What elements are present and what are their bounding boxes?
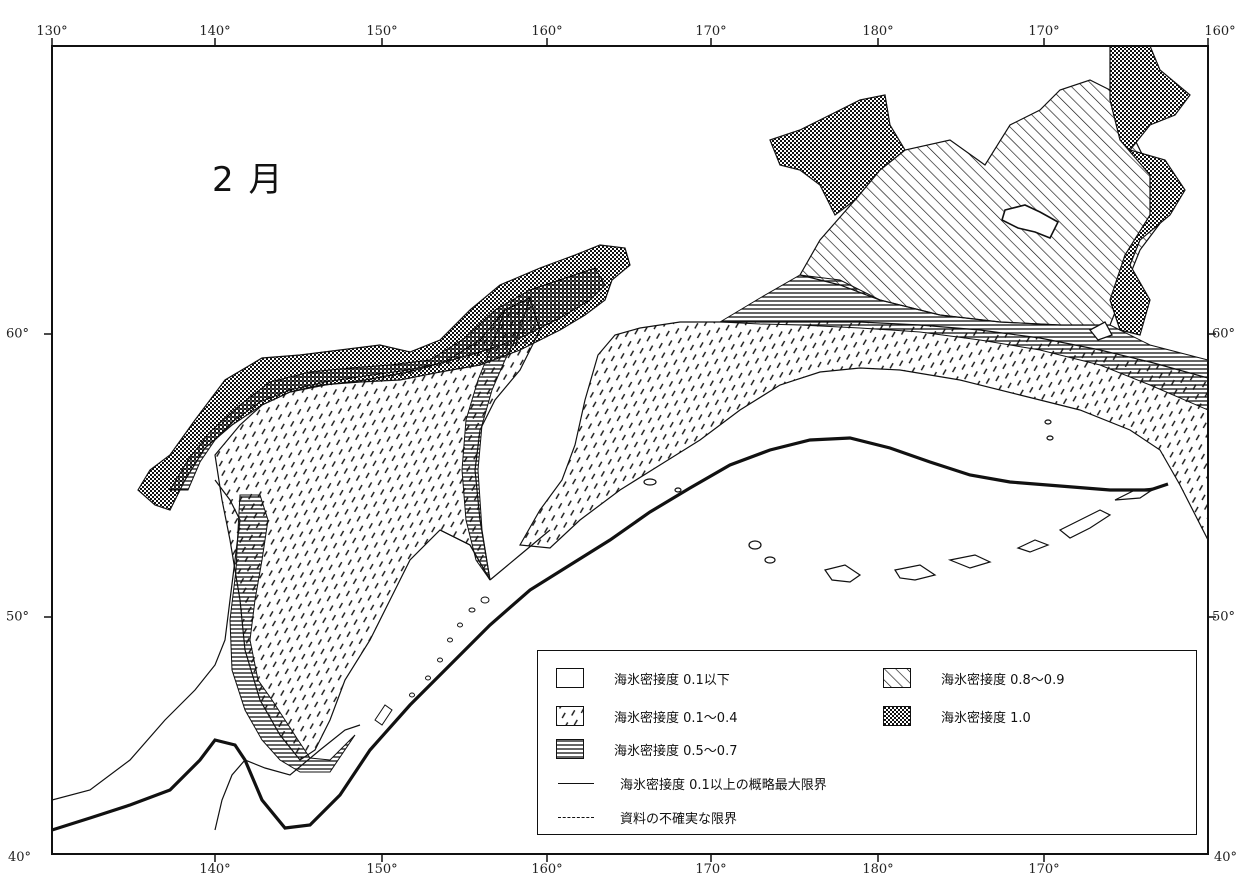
lat-label-left: 60° [6, 326, 30, 342]
lon-label-bottom: 140° [199, 862, 231, 877]
island-st-lawrence [1001, 204, 1060, 240]
legend-label: 海氷密接度 0.1以下 [614, 672, 730, 688]
lat-label-bottom-right: 40° [1214, 850, 1238, 865]
lon-label-top: 130° [36, 24, 68, 39]
lon-label-bottom: 170° [695, 862, 727, 877]
lat-label-right: 50° [1212, 609, 1236, 625]
map-frame [51, 45, 1209, 855]
kuril-islands [374, 596, 490, 726]
lat-label-bottom-left: 40° [8, 850, 32, 865]
coastline-asia [52, 479, 241, 801]
lon-label-top: 160° [531, 24, 563, 39]
legend-swatch-diagonal [883, 668, 911, 688]
ice-zone-0-1-bering [519, 321, 1208, 549]
lon-label-bottom: 150° [366, 862, 398, 877]
lon-label-bottom: 180° [862, 862, 894, 877]
lon-label-bottom: 160° [531, 862, 563, 877]
ice-zone-0-5-kamchatka-west [461, 297, 531, 581]
ice-zone-1-0-bering-north [769, 94, 906, 216]
map-content [52, 46, 1208, 832]
lon-label-bottom: 170° [1028, 862, 1060, 877]
legend-swatch-none [556, 668, 584, 688]
month-label: 2 月 [212, 160, 285, 200]
legend-label: 海氷密接度 0.5〜0.7 [614, 743, 738, 759]
legend-label: 海氷密接度 1.0 [941, 710, 1031, 726]
lon-label-top: 160° [1204, 24, 1236, 39]
legend-swatch-crosshatch [883, 706, 911, 726]
legend-swatch-horizontal [556, 739, 584, 759]
lat-label-left: 50° [6, 609, 30, 625]
coastline-japan [214, 724, 361, 831]
legend-label: 海氷密接度 0.1以上の概略最大限界 [620, 777, 827, 793]
legend-label: 資料の不確実な限界 [620, 811, 738, 827]
ice-zone-1-0-bering-northeast [1109, 46, 1191, 336]
legend-item: 海氷密接度 0.1〜0.4 [556, 704, 737, 728]
map-legend: 海氷密接度 0.1以下 海氷密接度 0.1〜0.4 海氷密接度 0.5〜0.7 … [537, 650, 1197, 835]
lon-label-top: 150° [366, 24, 398, 39]
island-nunivak [1089, 321, 1113, 341]
legend-item: 資料の不確実な限界 [556, 805, 737, 829]
legend-label: 海氷密接度 0.8〜0.9 [941, 672, 1065, 688]
legend-label: 海氷密接度 0.1〜0.4 [614, 710, 738, 726]
frame-ticks [44, 38, 1216, 862]
legend-item: 海氷密接度 0.8〜0.9 [883, 666, 1064, 690]
lat-label-right: 60° [1212, 326, 1236, 342]
lon-label-top: 180° [862, 24, 894, 39]
lon-label-top: 170° [695, 24, 727, 39]
coastline-kamchatka [439, 529, 551, 581]
legend-item: 海氷密接度 0.1以下 [556, 666, 730, 690]
lon-label-top: 170° [1028, 24, 1060, 39]
max-ice-limit-line [52, 436, 1169, 832]
ice-zone-0-5-sakhalin [229, 494, 356, 773]
legend-item: 海氷密接度 1.0 [883, 704, 1031, 728]
legend-swatch-dashed-line [558, 816, 594, 818]
lon-label-top: 140° [199, 24, 231, 39]
legend-swatch-dashed [556, 706, 584, 726]
legend-item: 海氷密接度 0.5〜0.7 [556, 737, 737, 761]
aleutian-islands [643, 419, 1156, 583]
legend-item: 海氷密接度 0.1以上の概略最大限界 [556, 771, 827, 795]
legend-swatch-solid-line [558, 782, 594, 784]
